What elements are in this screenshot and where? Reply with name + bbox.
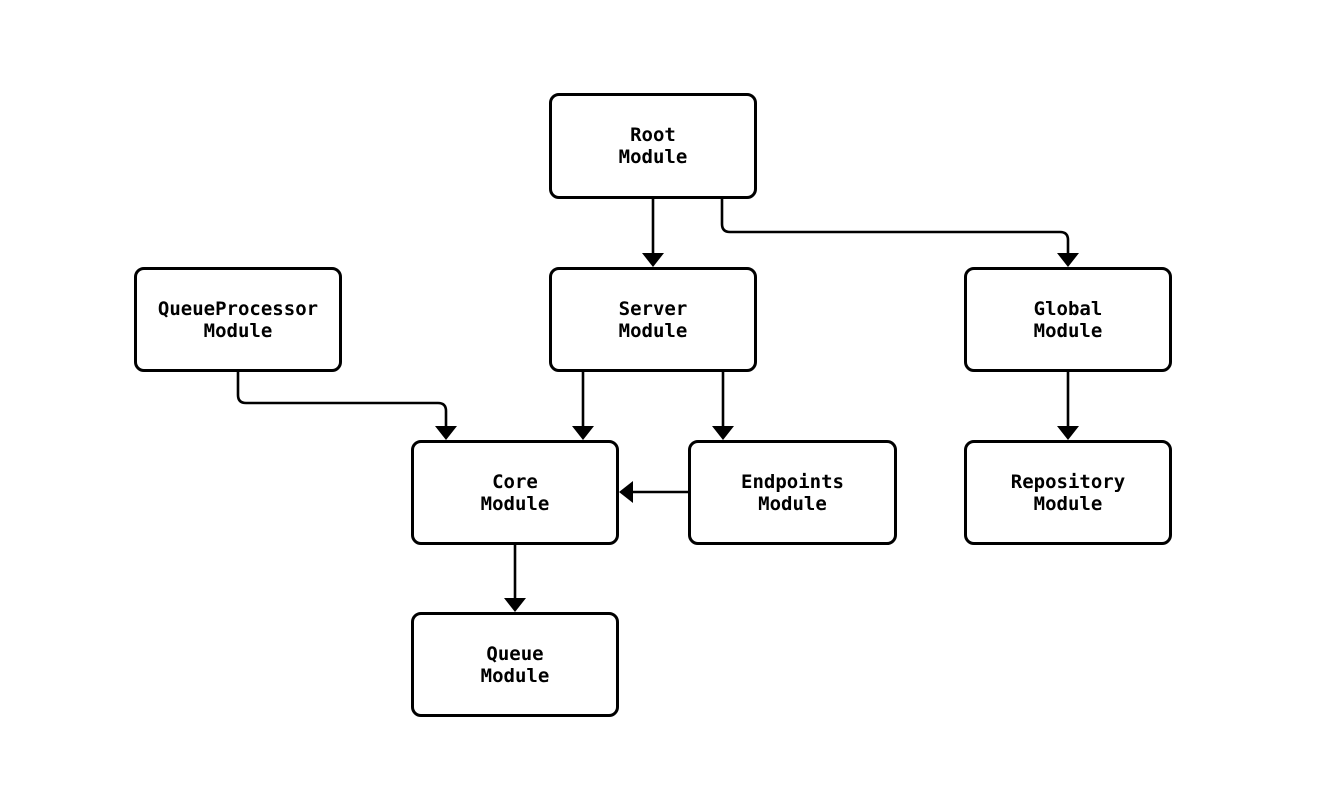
node-core-module: Core Module (411, 440, 619, 545)
node-global-label-line2: Module (1033, 319, 1103, 342)
node-root-label-line2: Module (618, 146, 688, 168)
node-global-module: Global Module (964, 267, 1172, 372)
node-endpoints-label-line2: Module (758, 492, 827, 515)
node-server-label-line2: Module (618, 319, 688, 342)
edge-root-to-server (642, 199, 664, 267)
node-queue-label-line2: Module (480, 664, 550, 687)
edge-endpoints-to-core (619, 481, 688, 503)
node-queueprocessor-label-line1: QueueProcessor (157, 297, 319, 320)
edge-root-to-global (720, 199, 1079, 267)
edge-queueprocessor-to-core (236, 372, 457, 440)
node-queue-label-line1: Queue (486, 642, 544, 665)
node-queueprocessor-module: QueueProcessor Module (134, 267, 342, 372)
node-endpoints-module: Endpoints Module (688, 440, 897, 545)
node-server-module: Server Module (549, 267, 757, 372)
edge-server-to-endpoints (712, 372, 734, 440)
edge-core-to-queue (504, 545, 526, 612)
edge-server-to-core (572, 372, 594, 440)
node-repository-module: Repository Module (964, 440, 1172, 545)
node-root-label-line1: Root (630, 124, 676, 146)
node-root-module: Root Module (549, 93, 757, 199)
edge-global-to-repository (1057, 372, 1079, 440)
node-core-label-line2: Module (480, 492, 550, 515)
node-server-label-line1: Server (618, 297, 688, 320)
node-queueprocessor-label-line2: Module (203, 319, 273, 342)
node-queue-module: Queue Module (411, 612, 619, 717)
node-repository-label-line2: Module (1033, 492, 1103, 515)
node-endpoints-label-line1: Endpoints (741, 470, 844, 493)
node-global-label-line1: Global (1033, 297, 1103, 320)
node-repository-label-line1: Repository (1010, 470, 1126, 493)
node-core-label-line1: Core (492, 470, 538, 493)
